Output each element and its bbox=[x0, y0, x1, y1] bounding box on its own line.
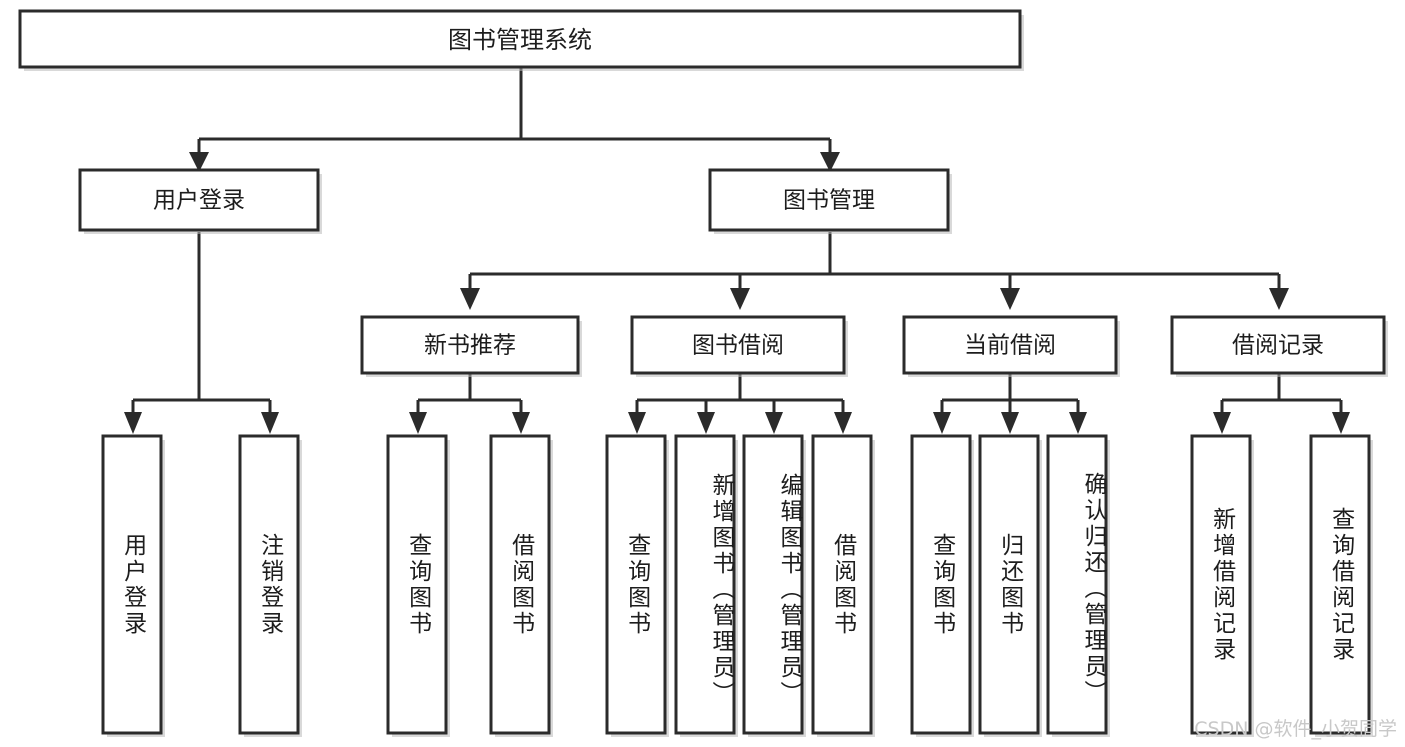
leaf-box-borrow-book[interactable] bbox=[811, 434, 875, 737]
leaf-box-query-borrow-record[interactable] bbox=[1309, 434, 1373, 737]
connector-borrow-record-to-leaves bbox=[1213, 374, 1350, 434]
connector-book-borrow-to-leaves bbox=[628, 374, 852, 434]
node-user-login-label: 用户登录 bbox=[153, 188, 245, 214]
node-current-borrow[interactable]: 当前借阅 bbox=[902, 315, 1120, 377]
node-current-borrow-label: 当前借阅 bbox=[964, 333, 1056, 359]
node-book-borrow-label: 图书借阅 bbox=[692, 333, 784, 359]
node-new-book-recommend[interactable]: 新书推荐 bbox=[360, 315, 582, 377]
connector-root-to-level2 bbox=[189, 68, 840, 172]
leaf-box-confirm-return-admin[interactable] bbox=[1046, 434, 1110, 737]
node-borrow-record-label: 借阅记录 bbox=[1232, 333, 1324, 359]
leaf-box-user-login[interactable] bbox=[101, 434, 165, 737]
node-borrow-record[interactable]: 借阅记录 bbox=[1170, 315, 1388, 377]
leaf-box-add-borrow-record[interactable] bbox=[1190, 434, 1254, 737]
leaf-box-return-book[interactable] bbox=[978, 434, 1042, 737]
leaf-boxes bbox=[101, 434, 1373, 737]
leaf-box-add-book-admin[interactable] bbox=[674, 434, 738, 737]
node-root-label: 图书管理系统 bbox=[448, 26, 592, 54]
node-new-book-recommend-label: 新书推荐 bbox=[424, 333, 516, 359]
connector-level2-book-to-level3 bbox=[460, 232, 1289, 310]
node-user-login[interactable]: 用户登录 bbox=[78, 168, 322, 234]
leaf-box-query-book-current[interactable] bbox=[910, 434, 974, 737]
node-book-management[interactable]: 图书管理 bbox=[708, 168, 952, 234]
node-root[interactable]: 图书管理系统 bbox=[18, 9, 1024, 71]
node-book-management-label: 图书管理 bbox=[783, 188, 875, 214]
watermark: CSDN @软件_小贺同学 bbox=[1194, 718, 1397, 740]
leaf-box-edit-book-admin[interactable] bbox=[742, 434, 806, 737]
leaf-box-query-book-borrow[interactable] bbox=[605, 434, 669, 737]
connector-new-book-to-leaves bbox=[409, 374, 530, 434]
node-book-borrow[interactable]: 图书借阅 bbox=[630, 315, 848, 377]
leaf-box-query-book-newbook[interactable] bbox=[386, 434, 450, 737]
leaf-box-logout[interactable] bbox=[238, 434, 302, 737]
leaf-box-borrow-book-newbook[interactable] bbox=[489, 434, 553, 737]
connector-user-login-to-leaves bbox=[124, 232, 279, 434]
connector-current-borrow-to-leaves bbox=[933, 374, 1087, 434]
